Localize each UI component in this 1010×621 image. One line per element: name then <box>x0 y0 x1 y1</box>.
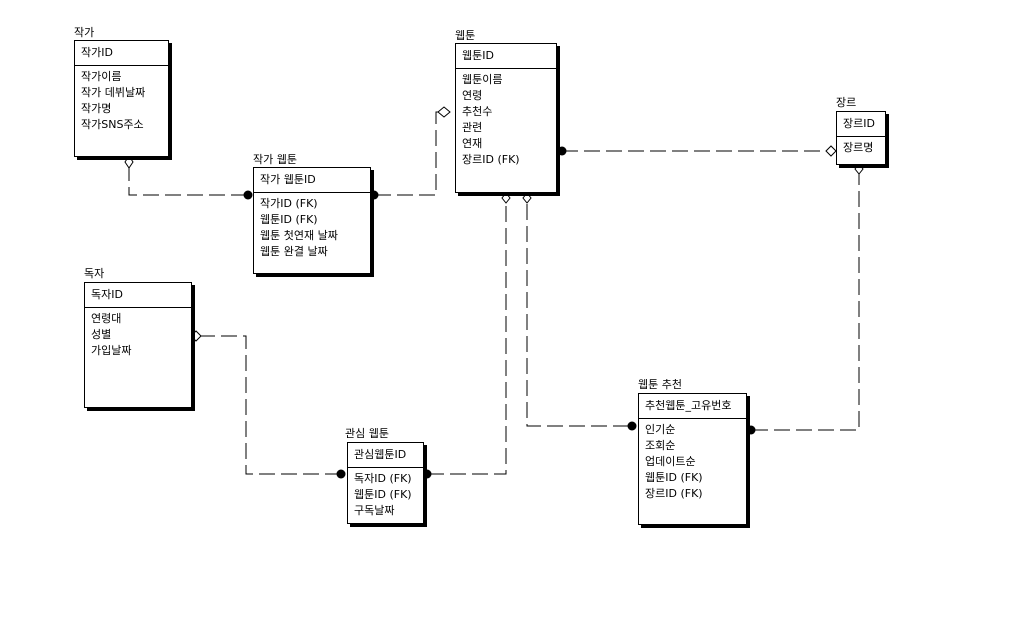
entity-reader-attr: 성별 <box>91 328 112 341</box>
entity-recommend-webtoon-attr: 장르ID (FK) <box>645 487 703 500</box>
rel-webtoon-recommend <box>526 204 630 427</box>
entity-webtoon-attr: 연령 <box>462 89 483 102</box>
rel-webtoon-interest <box>428 204 507 475</box>
entity-interest-webtoon-pk: 관심웹툰ID <box>348 443 423 468</box>
entity-webtoon-pk: 웹툰ID <box>456 44 556 69</box>
entity-author-attr: 작가명 <box>81 102 112 115</box>
entity-author-webtoon-attr: 웹툰 첫연재 날짜 <box>260 229 338 242</box>
entity-title-reader: 독자 <box>84 267 105 280</box>
entity-recommend-webtoon-attr: 인기순 <box>645 423 676 436</box>
entity-recommend-webtoon-pk: 추천웹툰_고유번호 <box>639 394 746 419</box>
entity-author[interactable]: 작가ID 작가이름 작가 데뷔날짜 작가명 작가SNS주소 <box>74 40 169 157</box>
entity-title-recommend-webtoon: 웹툰 추천 <box>638 378 682 391</box>
entity-interest-webtoon-attr: 독자ID (FK) <box>354 472 412 485</box>
entity-interest-webtoon-attr: 구독날짜 <box>354 504 395 517</box>
dot-marker-author-webtoon-right <box>369 190 379 200</box>
entity-reader-pk: 독자ID <box>85 283 191 308</box>
rel-genre-recommend <box>752 174 860 431</box>
entity-reader-attr: 가입날짜 <box>91 344 132 357</box>
dot-marker-webtoon-right <box>557 146 567 156</box>
entity-genre-pk: 장르ID <box>837 112 885 137</box>
entity-genre-attr: 장르명 <box>843 141 874 154</box>
entity-recommend-webtoon-attr: 업데이트순 <box>645 455 696 468</box>
entity-webtoon-attr: 추천수 <box>462 105 493 118</box>
entity-recommend-webtoon-attr: 웹툰ID (FK) <box>645 471 703 484</box>
diamond-marker-author <box>124 155 134 169</box>
entity-author-webtoon-attr: 작가ID (FK) <box>260 197 318 210</box>
entity-reader-attr: 연령대 <box>91 312 122 325</box>
rel-reader-interest <box>199 335 339 475</box>
rel-webtoon-author-webtoon <box>375 111 448 196</box>
entity-author-webtoon-attr: 웹툰 완결 날짜 <box>260 245 328 258</box>
entity-webtoon[interactable]: 웹툰ID 웹툰이름 연령 추천수 관련 연재 장르ID (FK) <box>455 43 557 193</box>
diamond-marker-webtoon-bottom-2 <box>522 192 532 204</box>
entity-interest-webtoon[interactable]: 관심웹툰ID 독자ID (FK) 웹툰ID (FK) 구독날짜 <box>347 442 424 524</box>
entity-webtoon-attr: 웹툰이름 <box>462 73 503 86</box>
rel-author-author-webtoon <box>128 165 246 196</box>
entity-title-interest-webtoon: 관심 웹툰 <box>345 427 389 440</box>
dot-marker-recommend-left <box>627 421 637 431</box>
entity-reader[interactable]: 독자ID 연령대 성별 가입날짜 <box>84 282 192 408</box>
entity-title-genre: 장르 <box>836 96 857 109</box>
entity-author-attr: 작가 데뷔날짜 <box>81 86 146 99</box>
entity-author-webtoon-attr: 웹툰ID (FK) <box>260 213 318 226</box>
diamond-marker-webtoon-left <box>437 106 451 118</box>
entity-webtoon-attr: 관련 <box>462 121 483 134</box>
entity-recommend-webtoon-attr: 조회순 <box>645 439 676 452</box>
diamond-marker-reader <box>190 330 202 342</box>
diamond-marker-genre-bottom <box>854 163 864 175</box>
diamond-marker-genre-left <box>825 145 837 157</box>
entity-author-webtoon[interactable]: 작가 웹툰ID 작가ID (FK) 웹툰ID (FK) 웹툰 첫연재 날짜 웹툰… <box>253 167 371 274</box>
entity-genre[interactable]: 장르ID 장르명 <box>836 111 886 165</box>
dot-marker-interest-left <box>336 469 346 479</box>
entity-recommend-webtoon[interactable]: 추천웹툰_고유번호 인기순 조회순 업데이트순 웹툰ID (FK) 장르ID (… <box>638 393 747 525</box>
entity-author-webtoon-pk: 작가 웹툰ID <box>254 168 370 193</box>
entity-author-pk: 작가ID <box>75 41 168 66</box>
entity-interest-webtoon-attr: 웹툰ID (FK) <box>354 488 412 501</box>
diamond-marker-webtoon-bottom-1 <box>501 192 511 204</box>
dot-marker-interest-right <box>422 469 432 479</box>
entity-author-attr: 작가이름 <box>81 70 122 83</box>
entity-title-author-webtoon: 작가 웹툰 <box>253 153 297 166</box>
entity-title-author: 작가 <box>74 26 95 39</box>
dot-marker-author-webtoon-left <box>243 190 253 200</box>
entity-webtoon-attr: 연재 <box>462 137 483 150</box>
dot-marker-recommend-right <box>746 425 756 435</box>
entity-author-attr: 작가SNS주소 <box>81 118 144 131</box>
entity-title-webtoon: 웹툰 <box>455 29 476 42</box>
entity-webtoon-attr: 장르ID (FK) <box>462 153 520 166</box>
